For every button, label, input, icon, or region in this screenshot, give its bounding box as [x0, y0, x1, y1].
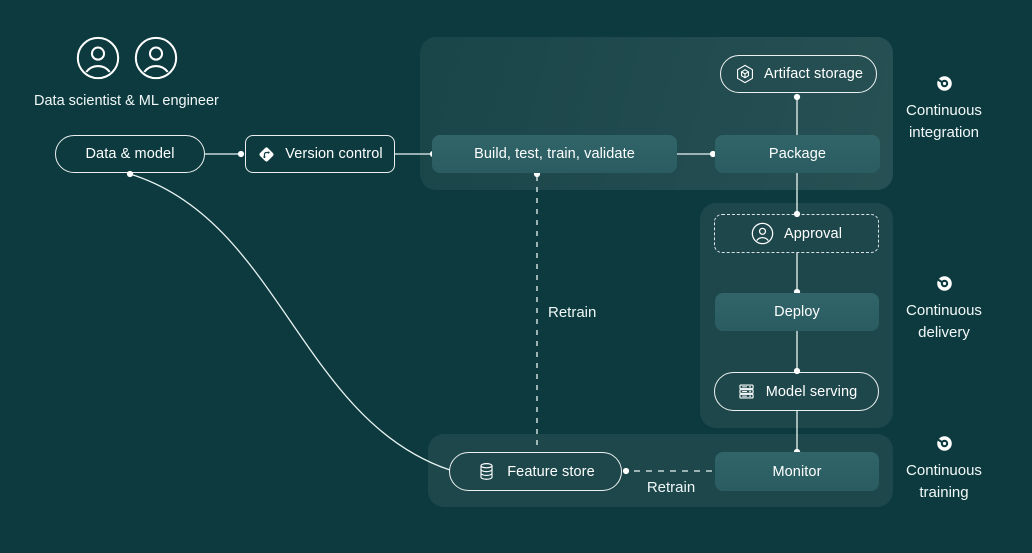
node-label: Feature store: [507, 463, 595, 480]
node-label: Model serving: [765, 383, 858, 400]
stage-label: Continuous integration: [906, 102, 982, 141]
continuous-loop-icon: [935, 434, 954, 453]
stage-continuous-training: Continuous training: [884, 434, 1004, 504]
actors-group: Data scientist & ML engineer: [34, 36, 264, 109]
node-data-and-model: Data & model: [55, 135, 205, 173]
node-monitor: Monitor: [715, 452, 879, 491]
actors-label: Data scientist & ML engineer: [34, 93, 219, 109]
retrain-label-horizontal: Retrain: [646, 479, 696, 496]
actor-avatars: [76, 36, 264, 80]
server-stack-icon: [736, 381, 757, 402]
git-diamond-icon: [257, 145, 276, 164]
edge-data-to-featurestore-curve: [129, 173, 451, 471]
stage-label: Continuous training: [906, 462, 982, 501]
node-label: Version control: [285, 146, 383, 162]
node-label: Build, test, train, validate: [474, 146, 635, 162]
node-label: Package: [768, 146, 827, 162]
node-version-control: Version control: [245, 135, 395, 173]
stage-continuous-delivery: Continuous delivery: [884, 274, 1004, 344]
node-deploy: Deploy: [715, 293, 879, 331]
node-build-test-train-validate: Build, test, train, validate: [432, 135, 677, 173]
retrain-label-vertical: Retrain: [548, 304, 597, 321]
node-label: Approval: [783, 225, 843, 242]
node-model-serving: Model serving: [714, 372, 879, 411]
node-feature-store: Feature store: [449, 452, 622, 491]
stage-continuous-integration: Continuous integration: [884, 74, 1004, 144]
node-label: Artifact storage: [763, 66, 864, 82]
stage-label: Continuous delivery: [906, 302, 982, 341]
node-package: Package: [715, 135, 880, 173]
node-label: Deploy: [774, 304, 820, 320]
node-label: Monitor: [772, 463, 822, 480]
person-circle-icon: [76, 36, 120, 80]
node-label: Data & model: [85, 146, 175, 162]
hexagon-cube-icon: [734, 63, 756, 85]
person-circle-icon: [134, 36, 178, 80]
continuous-loop-icon: [935, 74, 954, 93]
node-artifact-storage: Artifact storage: [720, 55, 877, 93]
person-circle-icon: [751, 222, 774, 245]
database-icon: [476, 461, 497, 482]
node-approval: Approval: [714, 214, 879, 253]
continuous-loop-icon: [935, 274, 954, 293]
